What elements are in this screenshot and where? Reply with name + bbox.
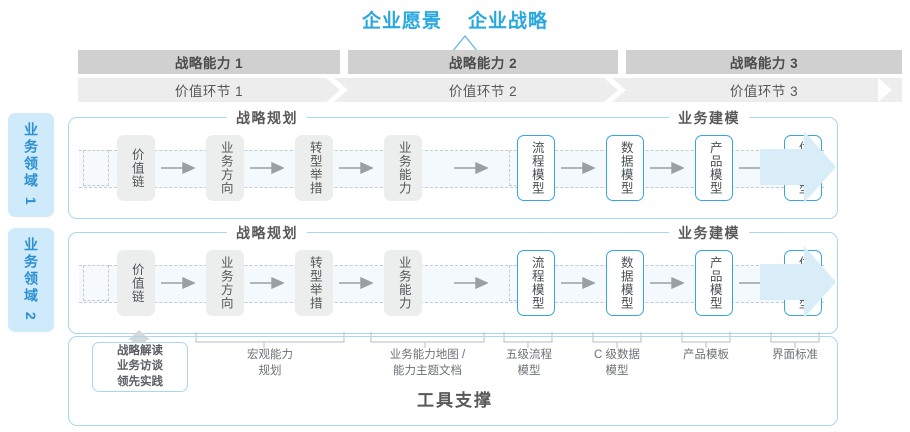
domain-row-1: 战略规划 业务建模 价值链 业务方向 转型举措 业务能力 流程模型 数据模型 产… [68,108,838,219]
capability-cell-2[interactable]: 战略能力 2 [348,50,618,74]
node-process-model-2[interactable]: 流程模型 [517,250,555,316]
flow-arrow-2-6-icon [650,277,684,289]
flow-arrow-1-1-icon [161,162,195,174]
flow-arrow-2-4-icon [454,277,488,289]
flow-arrow-1-4-icon [454,162,488,174]
tool-support-title: 工具支撑 [417,391,493,410]
node-value-chain-1[interactable]: 价值链 [117,135,155,201]
bracket-data-model-icon [592,332,642,348]
node-data-model-1[interactable]: 数据模型 [606,135,644,201]
tool-label-product-template: 产品模板 [683,349,729,361]
node-business-capability-1[interactable]: 业务能力 [384,135,422,201]
capability-gap-2 [618,50,626,74]
flow-arrow-1-6-icon [650,162,684,174]
capability-gap-1 [340,50,348,74]
node-business-capability-2[interactable]: 业务能力 [384,250,422,316]
tool-label-ui-standard: 界面标准 [772,349,818,361]
chevron-separator-1-icon [326,78,348,102]
value-chain-label-2[interactable]: 价值环节 2 [448,84,518,99]
tool-label-process-model: 五级流程 模型 [506,349,552,377]
flow-arrow-1-2-icon [250,162,284,174]
value-chain-band: 价值环节 1 价值环节 2 价值环节 3 [78,78,902,102]
flow-band-start-1 [83,150,109,186]
flow-band-start-2 [83,265,109,301]
bracket-macro-capability-icon [195,332,345,348]
node-value-chain-2[interactable]: 价值链 [117,250,155,316]
flow-arrow-2-1-icon [161,277,195,289]
header-title-strategy: 企业战略 [468,11,549,32]
bracket-ui-standard-icon [770,332,820,348]
header-titles: 企业愿景 企业战略 [0,6,910,33]
node-product-model-1[interactable]: 产品模型 [695,135,733,201]
node-process-model-1[interactable]: 流程模型 [517,135,555,201]
tool-label-capability-map: 业务能力地图 / 能力主题文档 [389,349,466,377]
value-chain-label-3[interactable]: 价值环节 3 [729,84,799,99]
tool-label-data-model: C 级数据 模型 [594,349,640,377]
section-title-modeling-1: 业务建模 [669,108,749,128]
value-chain-arrow-end-icon [878,78,892,102]
value-chain-label-1[interactable]: 价值环节 1 [174,84,244,99]
flow-arrow-2-3-icon [339,277,373,289]
flow-arrow-1-3-icon [339,162,373,174]
domain-tab-2[interactable]: 业务领域 2 [8,228,54,332]
domain-tab-1[interactable]: 业务领域 1 [8,113,54,217]
capability-cell-3[interactable]: 战略能力 3 [626,50,902,74]
section-title-planning-2: 战略规划 [227,223,307,243]
node-transformation-2[interactable]: 转型举措 [295,250,333,316]
node-business-direction-1[interactable]: 业务方向 [206,135,244,201]
bracket-capability-map-icon [370,332,485,348]
node-business-direction-2[interactable]: 业务方向 [206,250,244,316]
node-data-model-2[interactable]: 数据模型 [606,250,644,316]
header-title-vision: 企业愿景 [361,11,442,32]
flow-arrow-2-2-icon [250,277,284,289]
section-title-planning-1: 战略规划 [227,108,307,128]
node-product-model-2[interactable]: 产品模型 [695,250,733,316]
tool-label-macro-capability: 宏观能力 规划 [247,349,293,377]
bracket-product-template-icon [681,332,731,348]
flow-arrow-2-5-icon [561,277,595,289]
chevron-separator-2-icon [604,78,626,102]
node-transformation-1[interactable]: 转型举措 [295,135,333,201]
domain-row-2: 战略规划 业务建模 价值链 业务方向 转型举措 业务能力 流程模型 数据模型 产… [68,223,838,334]
flow-tail-arrow-1-icon [760,131,836,203]
section-title-modeling-2: 业务建模 [669,223,749,243]
tool-highlight-box[interactable]: 战略解读 业务访谈 领先实践 [92,342,188,392]
flow-tail-arrow-2-icon [760,246,836,318]
tool-support-container [68,336,838,426]
capability-band: 战略能力 1 战略能力 2 战略能力 3 [78,50,902,74]
flow-arrow-1-5-icon [561,162,595,174]
capability-cell-1[interactable]: 战略能力 1 [78,50,340,74]
bracket-process-model-icon [503,332,553,348]
